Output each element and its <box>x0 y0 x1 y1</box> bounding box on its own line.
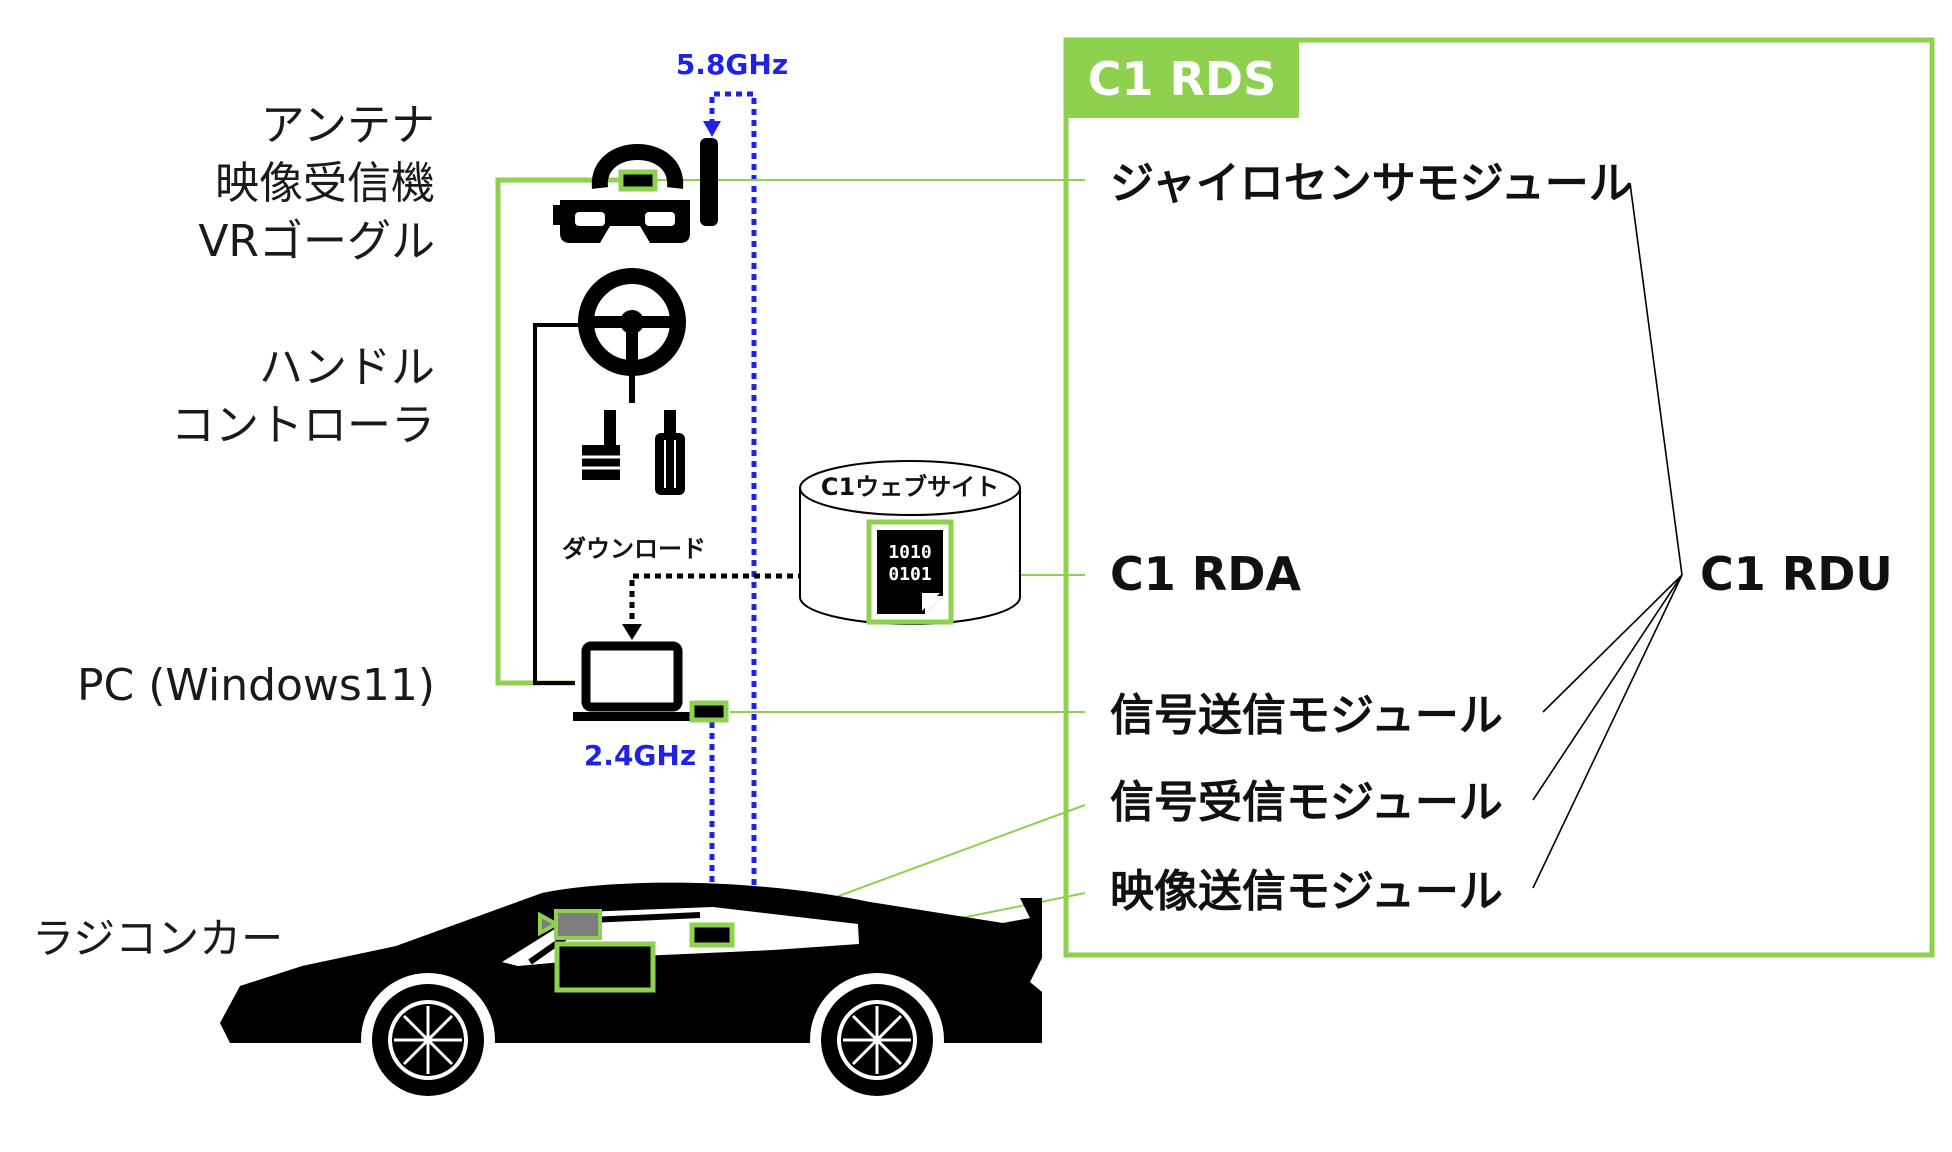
video-sender-unit <box>554 941 656 993</box>
front-wheel-icon <box>361 973 495 1107</box>
video-link-arrowhead <box>703 121 721 137</box>
file-bits-line2: 0101 <box>888 564 931 585</box>
rds-frame <box>1063 37 1935 958</box>
signal-sender-chip <box>689 700 729 723</box>
wheel-pc-cable <box>533 323 585 685</box>
rda-label: C1 RDA <box>1110 547 1301 601</box>
download-link <box>629 573 870 625</box>
download-arrowhead <box>622 624 642 640</box>
headset-label: アンテナ 映像受信機 VRゴーグル <box>198 100 435 267</box>
wheel-label: ハンドル コントローラ <box>171 342 435 451</box>
rds-title-tab <box>1066 40 1299 118</box>
wheel-label-line2: コントローラ <box>171 400 435 451</box>
rear-wheel-icon <box>810 973 944 1107</box>
gyro-module-label: ジャイロセンサモジュール <box>1110 158 1633 209</box>
pc-label: PC (Windows11) <box>77 660 435 711</box>
headset-label-goggles: VRゴーグル <box>198 216 435 267</box>
headset-label-antenna: アンテナ <box>261 100 435 151</box>
signal-receiver-module-label: 信号受信モジュール <box>1110 777 1503 828</box>
headset-label-receiver: 映像受信機 <box>215 158 435 209</box>
rdu-bracket-lines <box>1532 182 1683 889</box>
wheel-label-line1: ハンドル <box>259 342 435 393</box>
steering-wheel-icon <box>578 268 686 403</box>
laptop-icon <box>573 641 729 723</box>
pedals-icon <box>582 410 685 495</box>
signal-sender-module-label: 信号送信モジュール <box>1110 690 1503 741</box>
antenna-icon <box>700 138 718 226</box>
download-file-icon: 1010 0101 <box>866 519 954 625</box>
rds-title: C1 RDS <box>1088 52 1277 106</box>
headset-pc-cable <box>495 177 620 686</box>
car-label: ラジコンカー <box>32 914 283 963</box>
website-label: C1ウェブサイト <box>821 473 999 501</box>
rdu-label: C1 RDU <box>1700 547 1893 601</box>
rc-car-icon <box>220 882 1042 1107</box>
control-frequency-label: 2.4GHz <box>584 739 696 772</box>
video-sender-module-label: 映像送信モジュール <box>1110 866 1503 917</box>
signal-receiver-chip <box>689 922 735 948</box>
file-bits-line1: 1010 <box>888 542 931 563</box>
video-frequency-label: 5.8GHz <box>676 48 788 81</box>
vr-goggles-icon <box>553 138 718 243</box>
video-receiver-chip <box>618 169 658 192</box>
camera-icon <box>538 909 602 940</box>
download-label: ダウンロード <box>562 535 706 563</box>
